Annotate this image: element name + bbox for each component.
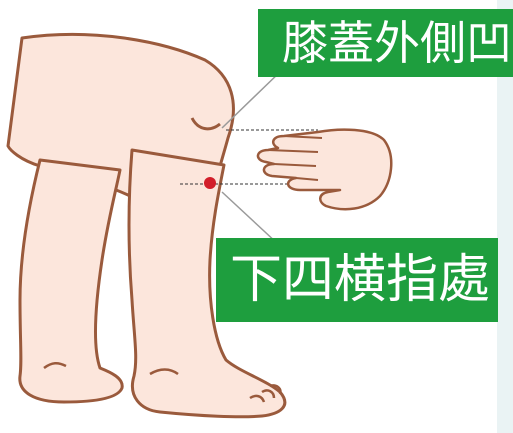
back-leg [20,160,122,402]
acupoint-dot [204,177,216,189]
label-four-fingers-below: 下四横指處 [216,238,498,322]
hand-icon [258,130,391,210]
leader-line-bottom [222,192,278,244]
label-knee-outer: 膝蓋外側凹 [258,9,513,77]
